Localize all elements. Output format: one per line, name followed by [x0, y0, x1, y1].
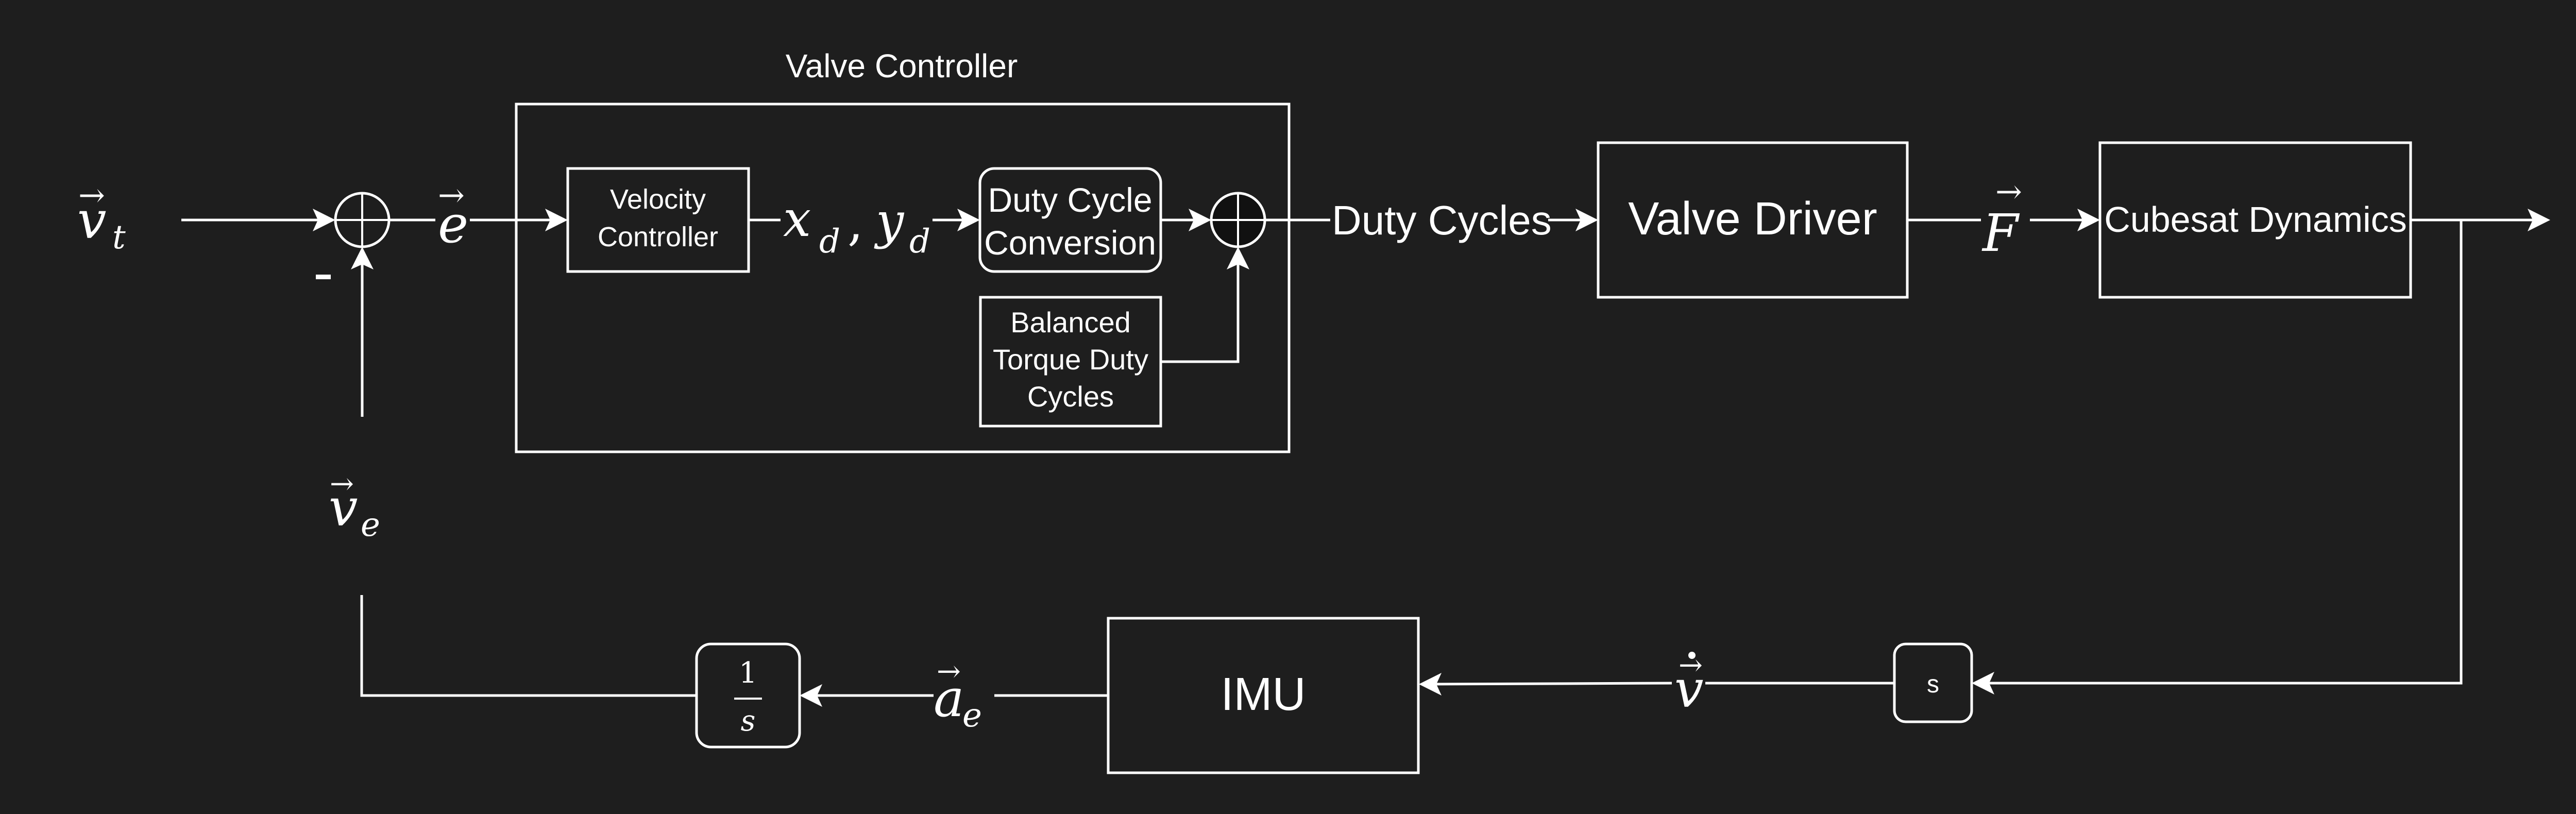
valve-driver-box	[1597, 141, 1909, 299]
acceleration-symbol: v	[1674, 659, 1704, 719]
arrowhead-icon	[957, 209, 980, 231]
yd-subscript: d	[909, 223, 930, 261]
signal-measured-accel: a e →	[934, 655, 982, 735]
imu-label: IMU	[1221, 669, 1306, 720]
integrator-denominator: s	[741, 704, 756, 738]
arrowhead-icon	[1227, 247, 1249, 269]
arrowhead-icon	[313, 209, 335, 231]
cubesat-dynamics-label: Cubesat Dynamics	[2104, 199, 2406, 240]
balanced-torque-label-3: Cycles	[1027, 380, 1114, 413]
summing-junction-duty[interactable]	[1210, 192, 1266, 248]
arrowhead-icon	[351, 247, 374, 269]
block-valve-driver[interactable]: Valve Driver	[1597, 141, 1909, 299]
duty-cycle-conversion-label-2: Conversion	[984, 224, 1156, 262]
duty-cycles-label: Duty Cycles	[1332, 197, 1552, 243]
block-balanced-torque-duty-cycles[interactable]: Balanced Torque Duty Cycles	[979, 296, 1162, 428]
valve-controller-group[interactable]	[515, 103, 1291, 453]
dot-icon	[1688, 652, 1696, 659]
summing-junction-error[interactable]	[334, 192, 391, 248]
vector-arrow-icon: →	[330, 467, 354, 501]
block-duty-cycle-conversion[interactable]: Duty Cycle Conversion	[978, 167, 1162, 273]
error-symbol: e	[438, 194, 468, 255]
balanced-torque-box	[979, 296, 1162, 428]
imu-box	[1107, 617, 1420, 774]
connector-integrator-estimate	[360, 595, 697, 697]
block-imu[interactable]: IMU	[1107, 617, 1420, 774]
target-velocity-symbol: v	[77, 190, 107, 250]
xd-subscript: d	[819, 223, 840, 261]
signal-acceleration: v →	[1674, 649, 1704, 719]
measured-accel-subscript: e	[962, 697, 982, 735]
measured-accel-symbol: a	[934, 668, 964, 728]
force-symbol: F	[1981, 203, 2020, 263]
velocity-controller-label-1: Velocity	[610, 184, 706, 215]
arrowhead-icon	[1972, 672, 1994, 694]
block-velocity-controller[interactable]: Velocity Controller	[566, 167, 750, 273]
xd-symbol: x	[783, 190, 811, 248]
valve-controller-title: Valve Controller	[786, 47, 1018, 84]
yd-symbol: y	[874, 192, 905, 250]
integrator-numerator: 1	[739, 656, 757, 690]
block-differentiator[interactable]: s	[1893, 642, 1973, 723]
velocity-controller-box	[566, 167, 750, 273]
connector-feedback-branch	[1984, 220, 2463, 685]
arrowhead-icon	[2077, 209, 2100, 231]
balanced-torque-label-1: Balanced	[1010, 306, 1131, 338]
connector-accel-imu	[1430, 682, 1672, 686]
xy-separator: ,	[848, 194, 863, 251]
vector-arrow-icon: →	[438, 176, 465, 214]
block-integrator[interactable]: 1 s	[695, 642, 801, 749]
differentiator-label: s	[1927, 671, 1939, 698]
arrowhead-icon	[2528, 209, 2550, 231]
velocity-controller-label-2: Controller	[598, 222, 718, 252]
signal-error: e →	[438, 176, 468, 255]
valve-driver-label: Valve Driver	[1628, 193, 1877, 245]
arrowhead-icon	[545, 209, 568, 231]
arrowhead-icon	[1189, 209, 1211, 231]
vector-arrow-icon: →	[1995, 173, 2022, 210]
connector-balanced-sum	[1161, 258, 1240, 363]
vector-arrow-icon: →	[937, 655, 961, 688]
signal-force: F →	[1981, 173, 2022, 263]
balanced-torque-label-2: Torque Duty	[993, 343, 1148, 376]
target-velocity-subscript: t	[112, 218, 126, 257]
block-cubesat-dynamics[interactable]: Cubesat Dynamics	[2098, 141, 2412, 299]
duty-cycle-conversion-label-1: Duty Cycle	[988, 181, 1152, 219]
vector-arrow-icon: →	[78, 176, 105, 214]
estimated-velocity-symbol: v	[329, 478, 358, 538]
arrowhead-icon	[800, 684, 822, 707]
signal-estimated-velocity: v e →	[329, 467, 380, 544]
signal-desired-position: x d , y d	[783, 190, 930, 261]
arrowhead-icon	[1575, 209, 1598, 231]
estimated-velocity-subscript: e	[361, 506, 380, 544]
arrowhead-icon	[1419, 673, 1442, 696]
signal-target-velocity: v t →	[77, 176, 126, 257]
cubesat-dynamics-box	[2098, 141, 2412, 299]
minus-sign-icon	[316, 275, 331, 279]
